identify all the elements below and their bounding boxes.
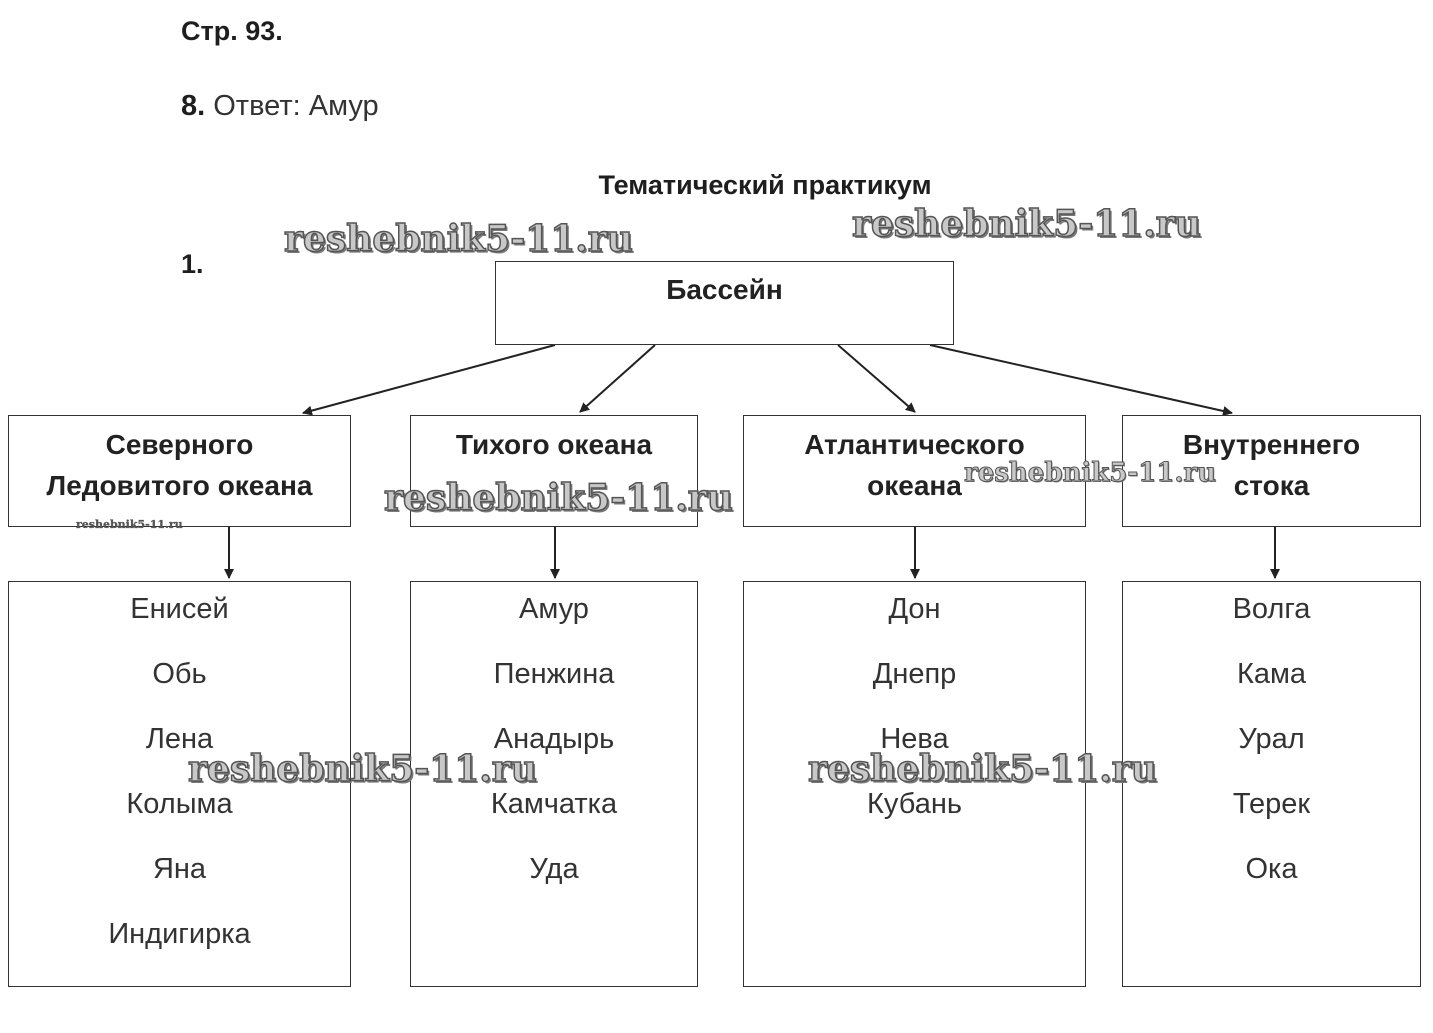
category-box-atlantic: Атлантического океана xyxy=(743,415,1086,527)
watermark: reshebnik5-11.ru xyxy=(187,747,537,791)
answer-text: Ответ: Амур xyxy=(213,90,379,122)
category-label-line1: Северного xyxy=(105,429,254,460)
river-list-atlantic: Дон Днепр Нева Кубань xyxy=(743,581,1086,987)
watermark: reshebnik5-11.ru xyxy=(383,476,733,520)
arrow-root-to-pacific xyxy=(579,344,656,413)
arrow-root-to-internal xyxy=(929,344,1233,416)
river-item: Урал xyxy=(1238,723,1305,755)
watermark: reshebnik5-11.ru xyxy=(963,458,1217,489)
page-header: Стр. 93. xyxy=(181,16,283,46)
river-list-pacific: Амур Пенжина Анадырь Камчатка Уда xyxy=(410,581,698,987)
river-item: Кубань xyxy=(867,788,962,820)
river-item: Колыма xyxy=(126,788,233,820)
category-box-pacific: Тихого океана xyxy=(410,415,698,527)
arrow-root-to-arctic xyxy=(302,344,556,416)
river-item: Анадырь xyxy=(493,723,615,755)
river-item: Дон xyxy=(888,593,941,625)
river-item: Кама xyxy=(1236,658,1307,690)
river-item: Обь xyxy=(152,658,207,690)
category-box-arctic: Северного Ледовитого океана xyxy=(8,415,351,527)
river-item: Камчатка xyxy=(490,788,618,820)
river-item: Волга xyxy=(1232,593,1311,625)
answer-number: 8. xyxy=(181,90,206,122)
river-list-internal: Волга Кама Урал Терек Ока xyxy=(1122,581,1421,987)
task-number: 1. xyxy=(181,249,204,279)
river-item: Днепр xyxy=(872,658,957,690)
root-box: Бассейн xyxy=(495,261,954,345)
river-list-arctic: Енисей Обь Лена Колыма Яна Индигирка xyxy=(8,581,351,987)
answer-line: 8. Ответ: Амур xyxy=(181,90,379,123)
river-item: Лена xyxy=(145,723,214,755)
river-item: Ока xyxy=(1245,853,1298,885)
river-item: Индигирка xyxy=(108,918,251,950)
category-label-line2: Ледовитого океана xyxy=(46,470,313,501)
river-item: Яна xyxy=(152,853,207,885)
river-item: Уда xyxy=(529,853,579,885)
watermark: reshebnik5-11.ru xyxy=(76,518,183,531)
root-label: Бассейн xyxy=(666,274,783,305)
category-label-line1: Внутреннего xyxy=(1182,429,1361,460)
watermark: reshebnik5-11.ru xyxy=(851,202,1201,246)
arrow-root-to-atlantic xyxy=(837,344,916,413)
river-item: Пенжина xyxy=(493,658,615,690)
river-item: Енисей xyxy=(130,593,229,625)
category-label-line2: океана xyxy=(867,470,962,501)
category-label-line1: Атлантического xyxy=(804,429,1025,460)
watermark: reshebnik5-11.ru xyxy=(283,217,633,261)
category-label-line1: Тихого океана xyxy=(455,429,653,460)
watermark: reshebnik5-11.ru xyxy=(807,747,1157,791)
river-item: Амур xyxy=(519,593,589,625)
category-label-line2: стока xyxy=(1233,470,1310,501)
river-item: Нева xyxy=(880,723,949,755)
category-box-internal: Внутреннего стока xyxy=(1122,415,1421,527)
section-title: Тематический практикум xyxy=(598,170,932,200)
river-item: Терек xyxy=(1232,788,1311,820)
